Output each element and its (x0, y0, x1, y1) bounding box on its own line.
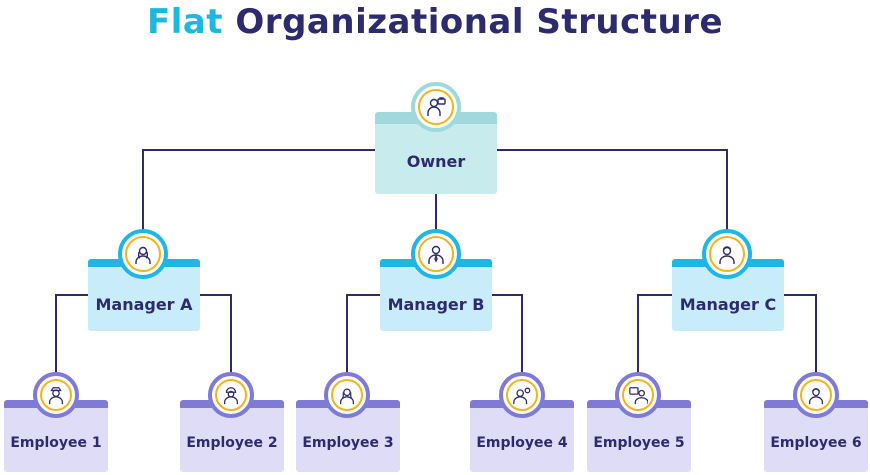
employee-label: Employee 3 (302, 435, 394, 451)
employee-label: Employee 5 (593, 435, 685, 451)
employee-label: Employee 1 (10, 435, 102, 451)
diagram-title: Flat Organizational Structure (0, 2, 870, 42)
manager-label: Manager A (95, 294, 193, 314)
businessman-icon (418, 236, 454, 272)
manager-badge-c (702, 229, 752, 279)
title-accent: Flat (146, 2, 224, 42)
computer-worker-icon (622, 379, 654, 411)
employee-badge-1 (33, 372, 79, 418)
employee-label: Employee 6 (770, 435, 862, 451)
employee-badge-6 (793, 372, 839, 418)
woman-worker-icon (800, 379, 832, 411)
owner-label: Owner (406, 151, 466, 171)
employee-label: Employee 4 (476, 435, 568, 451)
man-icon (709, 236, 745, 272)
briefcase-person-icon (418, 89, 454, 125)
employee-badge-5 (615, 372, 661, 418)
manager-badge-a (118, 229, 168, 279)
employee-badge-4 (499, 372, 545, 418)
employee-badge-2 (208, 372, 254, 418)
gear-worker-icon (506, 379, 538, 411)
employee-badge-3 (324, 372, 370, 418)
employee-label: Employee 2 (186, 435, 278, 451)
manager-label: Manager C (679, 294, 777, 314)
manager-badge-b (411, 229, 461, 279)
manager-label: Manager B (387, 294, 485, 314)
woman-employee-icon (331, 379, 363, 411)
title-rest: Organizational Structure (235, 2, 724, 42)
helmet-worker-icon (215, 379, 247, 411)
owner-badge (411, 82, 461, 132)
woman-icon (125, 236, 161, 272)
cap-worker-icon (40, 379, 72, 411)
